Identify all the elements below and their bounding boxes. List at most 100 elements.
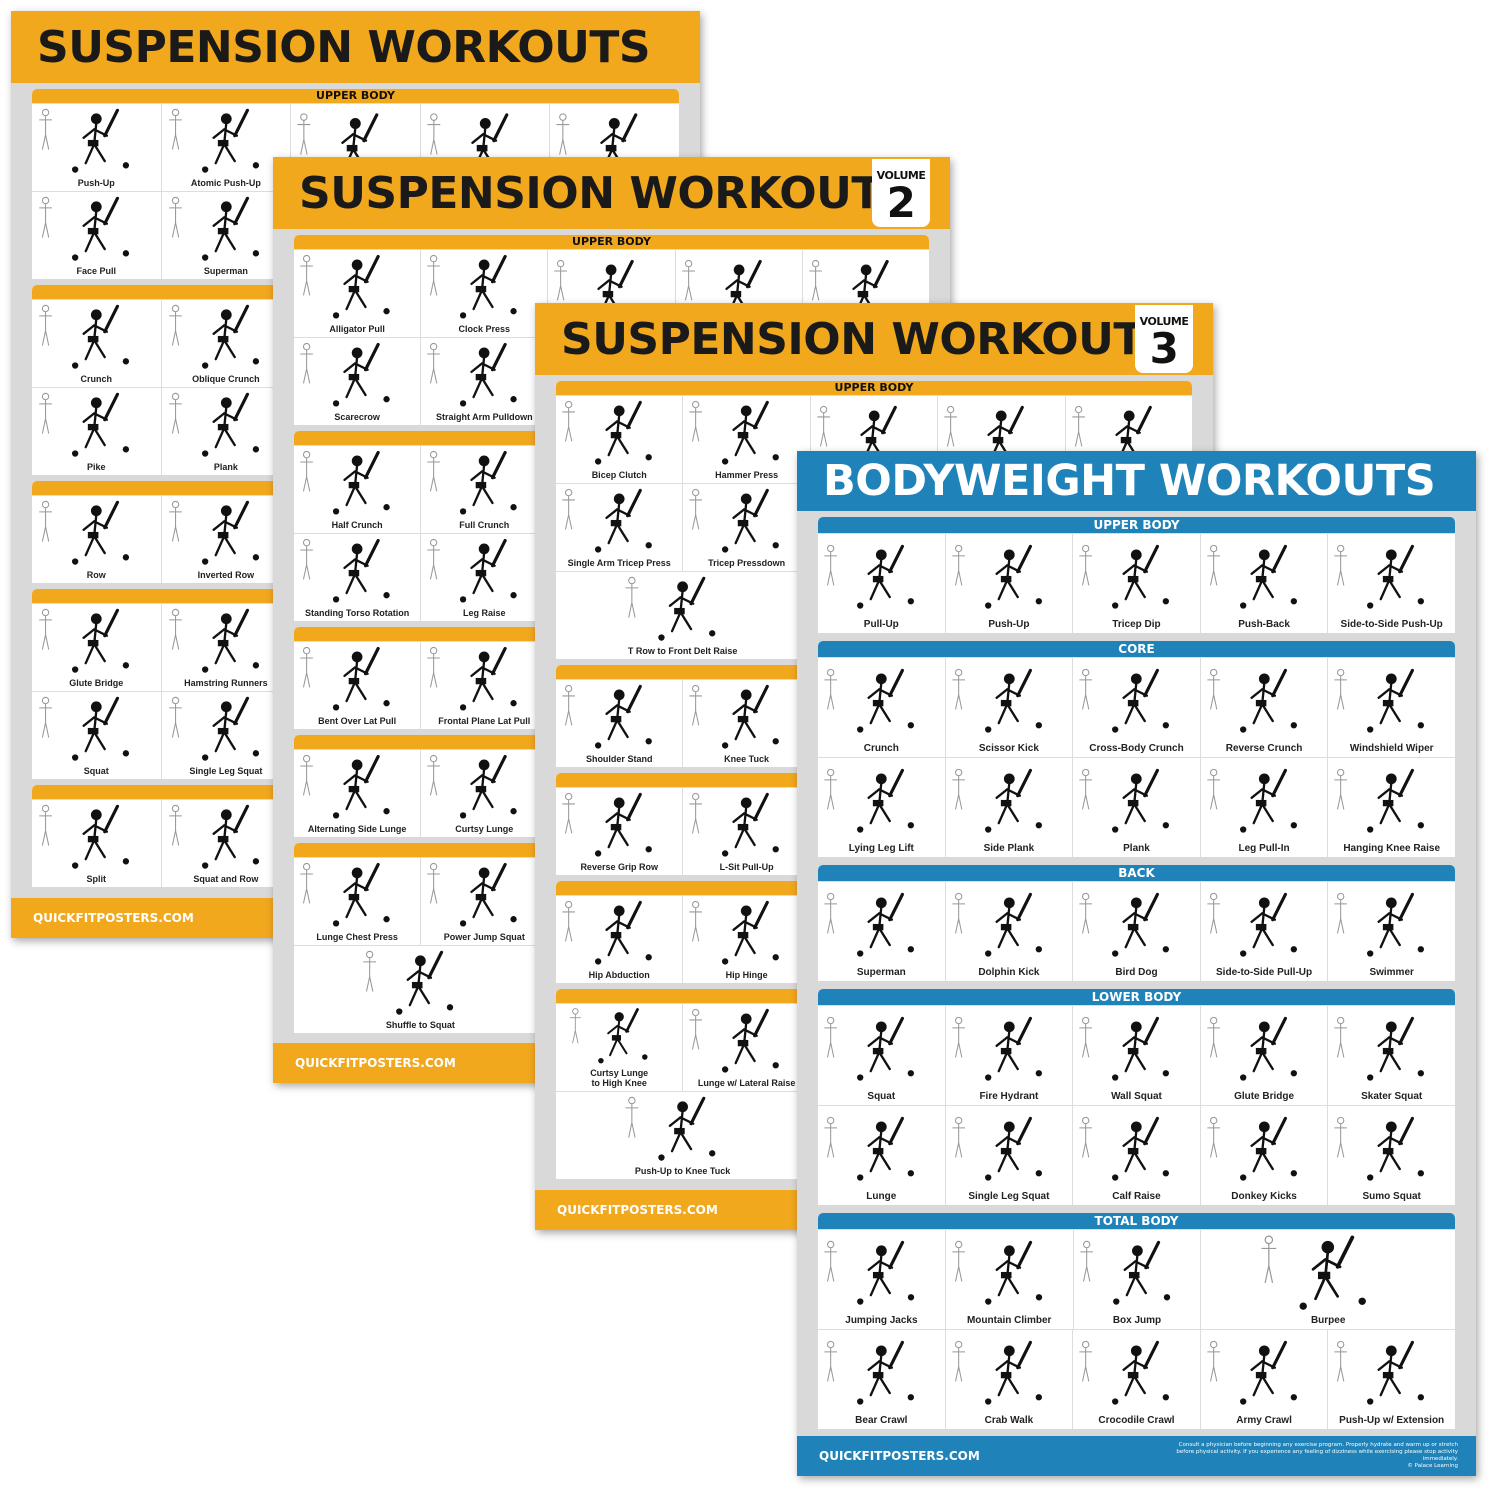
exercise-label: Leg Pull-In	[1238, 843, 1290, 854]
exercise-card: Side-to-Side Push-Up	[1328, 534, 1455, 633]
exercise-illustration-icon	[1207, 768, 1297, 833]
exercise-label: Push-Up	[77, 178, 115, 188]
exercise-card: Reverse Grip Row	[556, 788, 684, 875]
exercise-label: Plank	[1123, 843, 1150, 854]
exercise-illustration-icon	[168, 304, 259, 369]
exercise-label: Hip Hinge	[725, 970, 768, 980]
exercise-illustration-icon	[824, 1116, 915, 1181]
exercise-card: Dolphin Kick	[946, 882, 1074, 981]
exercise-label: Fire Hydrant	[979, 1091, 1039, 1102]
exercise-card: Crocodile Crawl	[1073, 1330, 1201, 1429]
exercise-card: Full Crunch	[421, 446, 549, 533]
exercise-card: Squat and Row	[162, 800, 292, 887]
exercise-card: Single Arm Tricep Press	[556, 484, 684, 571]
exercise-label: Burpee	[1310, 1315, 1346, 1326]
exercise-card: Lunge Chest Press	[294, 858, 422, 945]
exercise-card: Clock Press	[421, 250, 549, 337]
exercise-card: Alternating Side Lunge	[294, 750, 422, 837]
exercise-label: Plank	[213, 462, 238, 472]
exercise-label: Leg Raise	[463, 608, 506, 618]
exercise-label: Side-to-Side Push-Up	[1340, 619, 1443, 630]
exercise-label: Crocodile Crawl	[1098, 1415, 1175, 1426]
exercise-illustration-icon	[951, 892, 1042, 957]
exercise-illustration-icon	[824, 1240, 915, 1305]
exercise-label: Single Leg Squat	[189, 766, 263, 776]
exercise-label: Atomic Push-Up	[190, 178, 261, 188]
exercise-illustration-icon	[1207, 1340, 1297, 1405]
exercise-card: Crab Walk	[946, 1330, 1074, 1429]
exercise-card: Hanging Knee Raise	[1328, 758, 1455, 857]
exercise-label: Swimmer	[1369, 967, 1414, 978]
exercise-label: Scarecrow	[334, 412, 380, 422]
exercise-card: Cross-Body Crunch	[1073, 658, 1201, 757]
exercise-card: Curtsy Lunge to High Knee	[556, 1004, 684, 1091]
exercise-illustration-icon	[39, 108, 130, 173]
section-header: CORE	[818, 641, 1455, 657]
exercise-card: Single Leg Squat	[946, 1106, 1074, 1205]
exercise-illustration-icon	[427, 646, 517, 711]
exercise-label: Lunge	[866, 1191, 897, 1202]
exercise-card: Bent Over Lat Pull	[294, 642, 422, 729]
section-header: UPPER BODY	[32, 89, 679, 103]
exercise-illustration-icon	[824, 544, 915, 609]
exercise-illustration-icon	[1079, 1016, 1170, 1081]
exercise-label: Knee Tuck	[724, 754, 770, 764]
exercise-card: Row	[32, 496, 162, 583]
exercise-label: Hamstring Runners	[184, 678, 268, 688]
exercise-illustration-icon	[689, 400, 780, 465]
exercise-card: Split	[32, 800, 162, 887]
exercise-label: Standing Torso Rotation	[304, 608, 410, 618]
exercise-label: Tricep Dip	[1112, 619, 1161, 630]
exercise-label: Bent Over Lat Pull	[318, 716, 397, 726]
exercise-illustration-icon	[300, 450, 390, 515]
exercise-label: Lunge w/ Lateral Raise	[697, 1078, 796, 1088]
exercise-label: Calf Raise	[1112, 1191, 1161, 1202]
exercise-card: Swimmer	[1328, 882, 1455, 981]
exercise-illustration-icon	[824, 892, 915, 957]
exercise-label: Lying Leg Lift	[848, 843, 914, 854]
poster-title: BODYWEIGHT WORKOUTS	[797, 451, 1476, 511]
exercise-label: Bear Crawl	[855, 1415, 908, 1426]
exercise-card: Fire Hydrant	[946, 1006, 1074, 1105]
exercise-card: Squat	[32, 692, 162, 779]
exercise-illustration-icon	[1207, 1016, 1297, 1081]
exercise-illustration-icon	[951, 1116, 1042, 1181]
exercise-card: Push-Back	[1201, 534, 1329, 633]
exercise-card: Tricep Dip	[1073, 534, 1201, 633]
exercise-label: Superman	[856, 967, 906, 978]
exercise-illustration-icon	[39, 804, 130, 869]
exercise-card: Glute Bridge	[1201, 1006, 1329, 1105]
exercise-card: Oblique Crunch	[162, 300, 292, 387]
exercise-label: Frontal Plane Lat Pull	[438, 716, 531, 726]
exercise-illustration-icon	[824, 1016, 915, 1081]
exercise-card: Shuffle to Squat	[294, 946, 548, 1033]
exercise-label: Superman	[203, 266, 248, 276]
exercise-label: Side-to-Side Pull-Up	[1216, 967, 1313, 978]
exercise-illustration-icon	[1334, 668, 1425, 733]
exercise-card: Burpee	[1201, 1230, 1455, 1329]
exercise-label: Shuffle to Squat	[385, 1020, 455, 1030]
exercise-illustration-icon	[689, 900, 780, 965]
exercise-illustration-icon	[625, 576, 716, 641]
exercise-illustration-icon	[952, 1240, 1042, 1305]
exercise-illustration-icon	[1207, 1116, 1297, 1181]
exercise-card: Side-to-Side Pull-Up	[1201, 882, 1329, 981]
exercise-label: Windshield Wiper	[1349, 743, 1434, 754]
exercise-label: Lunge Chest Press	[316, 932, 398, 942]
section-header: UPPER BODY	[556, 381, 1192, 395]
exercise-label: Shoulder Stand	[585, 754, 653, 764]
exercise-label: Box Jump	[1112, 1315, 1162, 1326]
exercise-label: Straight Arm Pulldown	[435, 412, 533, 422]
exercise-label: L-Sit Pull-Up	[719, 862, 774, 872]
exercise-illustration-icon	[951, 1340, 1042, 1405]
exercise-label: Clock Press	[458, 324, 511, 334]
section-header: UPPER BODY	[818, 517, 1455, 533]
exercise-label: Squat and Row	[193, 874, 259, 884]
exercise-card: Mountain Climber	[946, 1230, 1074, 1329]
exercise-card: Reverse Crunch	[1201, 658, 1329, 757]
